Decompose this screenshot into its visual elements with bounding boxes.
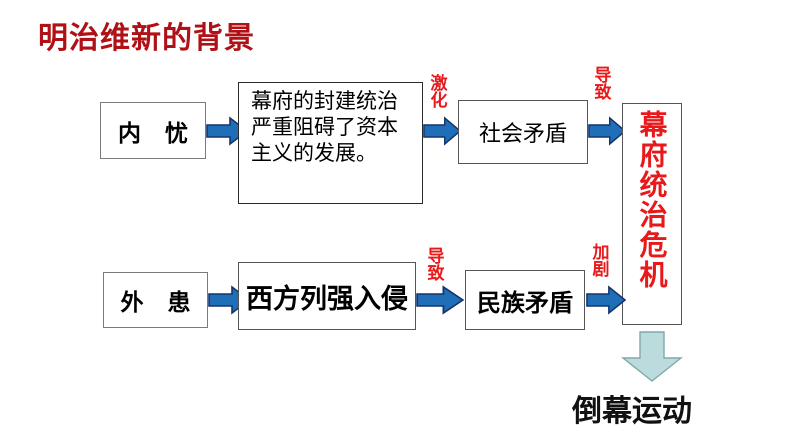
edge-label-lead-to-top-char1: 导 [594,66,612,86]
node-internal-trouble-label: 内 忧 [117,120,196,147]
blue-right-arrow-icon-5 [416,285,464,315]
edge-label-lead-to-top-char2: 致 [594,83,612,104]
edge-label-lead-to-top: 导 致 [592,66,614,104]
node-shogunate-rule-text: 幕府的封建统治严重阻碍了资本主义的发展。 [251,89,398,165]
node-shogunate-crisis-label: 幕府统治危机 [635,110,669,290]
node-external-threat-label: 外 患 [120,290,199,316]
edge-label-lead-to-bottom-char2: 致 [427,264,445,285]
node-national-conflict: 民族矛盾 [465,270,585,330]
blue-right-arrow-icon-6 [586,285,626,315]
node-anti-shogunate-movement: 倒幕运动 [572,394,692,429]
node-shogunate-rule: 幕府的封建统治严重阻碍了资本主义的发展。 [238,82,423,204]
edge-label-lead-to-bottom-char1: 导 [427,247,445,267]
blue-right-arrow-icon-3 [588,116,626,146]
edge-label-aggravate-char1: 加 [592,243,610,263]
edge-label-aggravate-char2: 剧 [592,260,610,281]
node-internal-trouble: 内 忧 [100,102,206,159]
edge-label-intensify: 激 化 [428,74,450,112]
edge-label-aggravate: 加 剧 [590,243,612,281]
node-shogunate-crisis: 幕府统治危机 [622,103,682,325]
node-external-threat: 外 患 [103,272,208,328]
node-social-conflict: 社会矛盾 [458,100,588,164]
teal-down-arrow-icon [619,331,685,383]
page-title: 明治维新的背景 [38,21,255,56]
edge-label-intensify-char2: 化 [430,91,448,112]
edge-label-intensify-char1: 激 [430,74,448,94]
node-social-conflict-label: 社会矛盾 [478,122,567,147]
node-national-conflict-label: 民族矛盾 [477,288,573,317]
node-western-invasion-label: 西方列强入侵 [246,283,408,315]
node-western-invasion: 西方列强入侵 [238,262,416,330]
blue-right-arrow-icon-2 [423,116,461,146]
edge-label-lead-to-bottom: 导 致 [425,247,447,285]
